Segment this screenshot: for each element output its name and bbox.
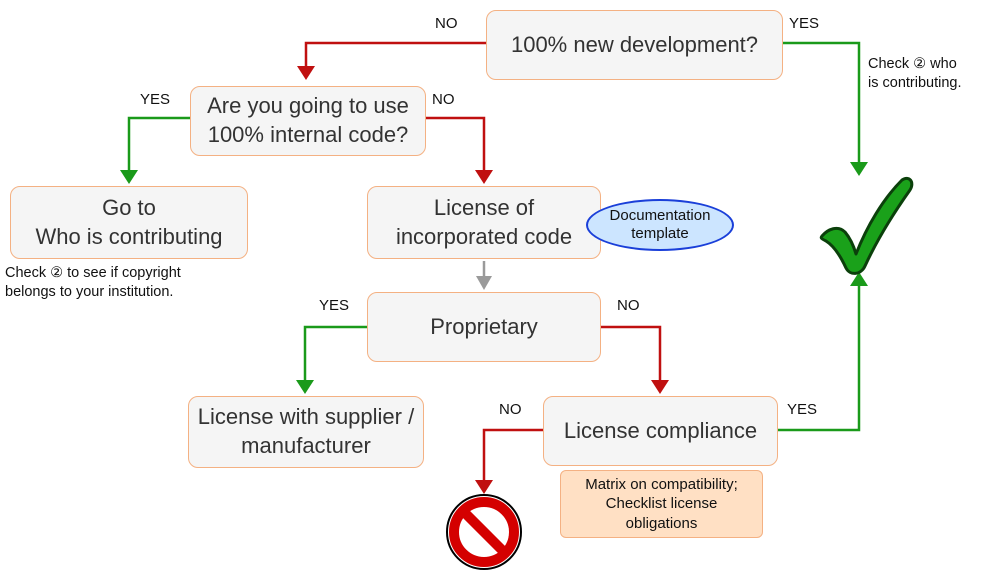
label-yes-compliance: YES <box>787 401 818 418</box>
edge-newdev-yes <box>783 41 868 176</box>
label-no-new-development: NO <box>435 15 458 32</box>
green-checkmark-icon <box>819 176 914 275</box>
documentation-template-ellipse: Documentation template <box>586 199 734 251</box>
matrix-checklist-note: Matrix on compatibility; Checklist licen… <box>560 470 763 538</box>
edge-internal-yes <box>120 116 191 184</box>
edge-newdev-no <box>297 41 486 80</box>
edge-license-to-proprietary <box>476 261 492 290</box>
label-no-compliance: NO <box>499 401 522 418</box>
label-no-proprietary: NO <box>617 297 640 314</box>
check-copyright-note: Check ② to see if copyright belongs to y… <box>5 265 181 300</box>
node-internal-code: Are you going to use 100% internal code? <box>190 86 426 156</box>
edge-proprietary-no <box>601 325 669 394</box>
node-go-to-who-is-contributing: Go to Who is contributing <box>10 186 248 259</box>
prohibited-sign-icon <box>446 494 522 570</box>
check-who-is-contributing-note: Check ② who is contributing. <box>868 56 962 91</box>
node-proprietary: Proprietary <box>367 292 601 362</box>
edge-compliance-yes <box>778 272 868 432</box>
label-yes-internal-code: YES <box>140 91 171 108</box>
node-license-compliance: License compliance <box>543 396 778 466</box>
node-license-of-incorporated-code: License of incorporated code <box>367 186 601 259</box>
edge-internal-no <box>425 116 493 184</box>
label-no-internal-code: NO <box>432 91 455 108</box>
node-new-development: 100% new development? <box>486 10 783 80</box>
label-yes-proprietary: YES <box>319 297 350 314</box>
label-yes-new-development: YES <box>789 15 820 32</box>
node-license-with-supplier: License with supplier / manufacturer <box>188 396 424 468</box>
edge-proprietary-yes <box>296 325 367 394</box>
edge-compliance-no <box>475 428 543 494</box>
